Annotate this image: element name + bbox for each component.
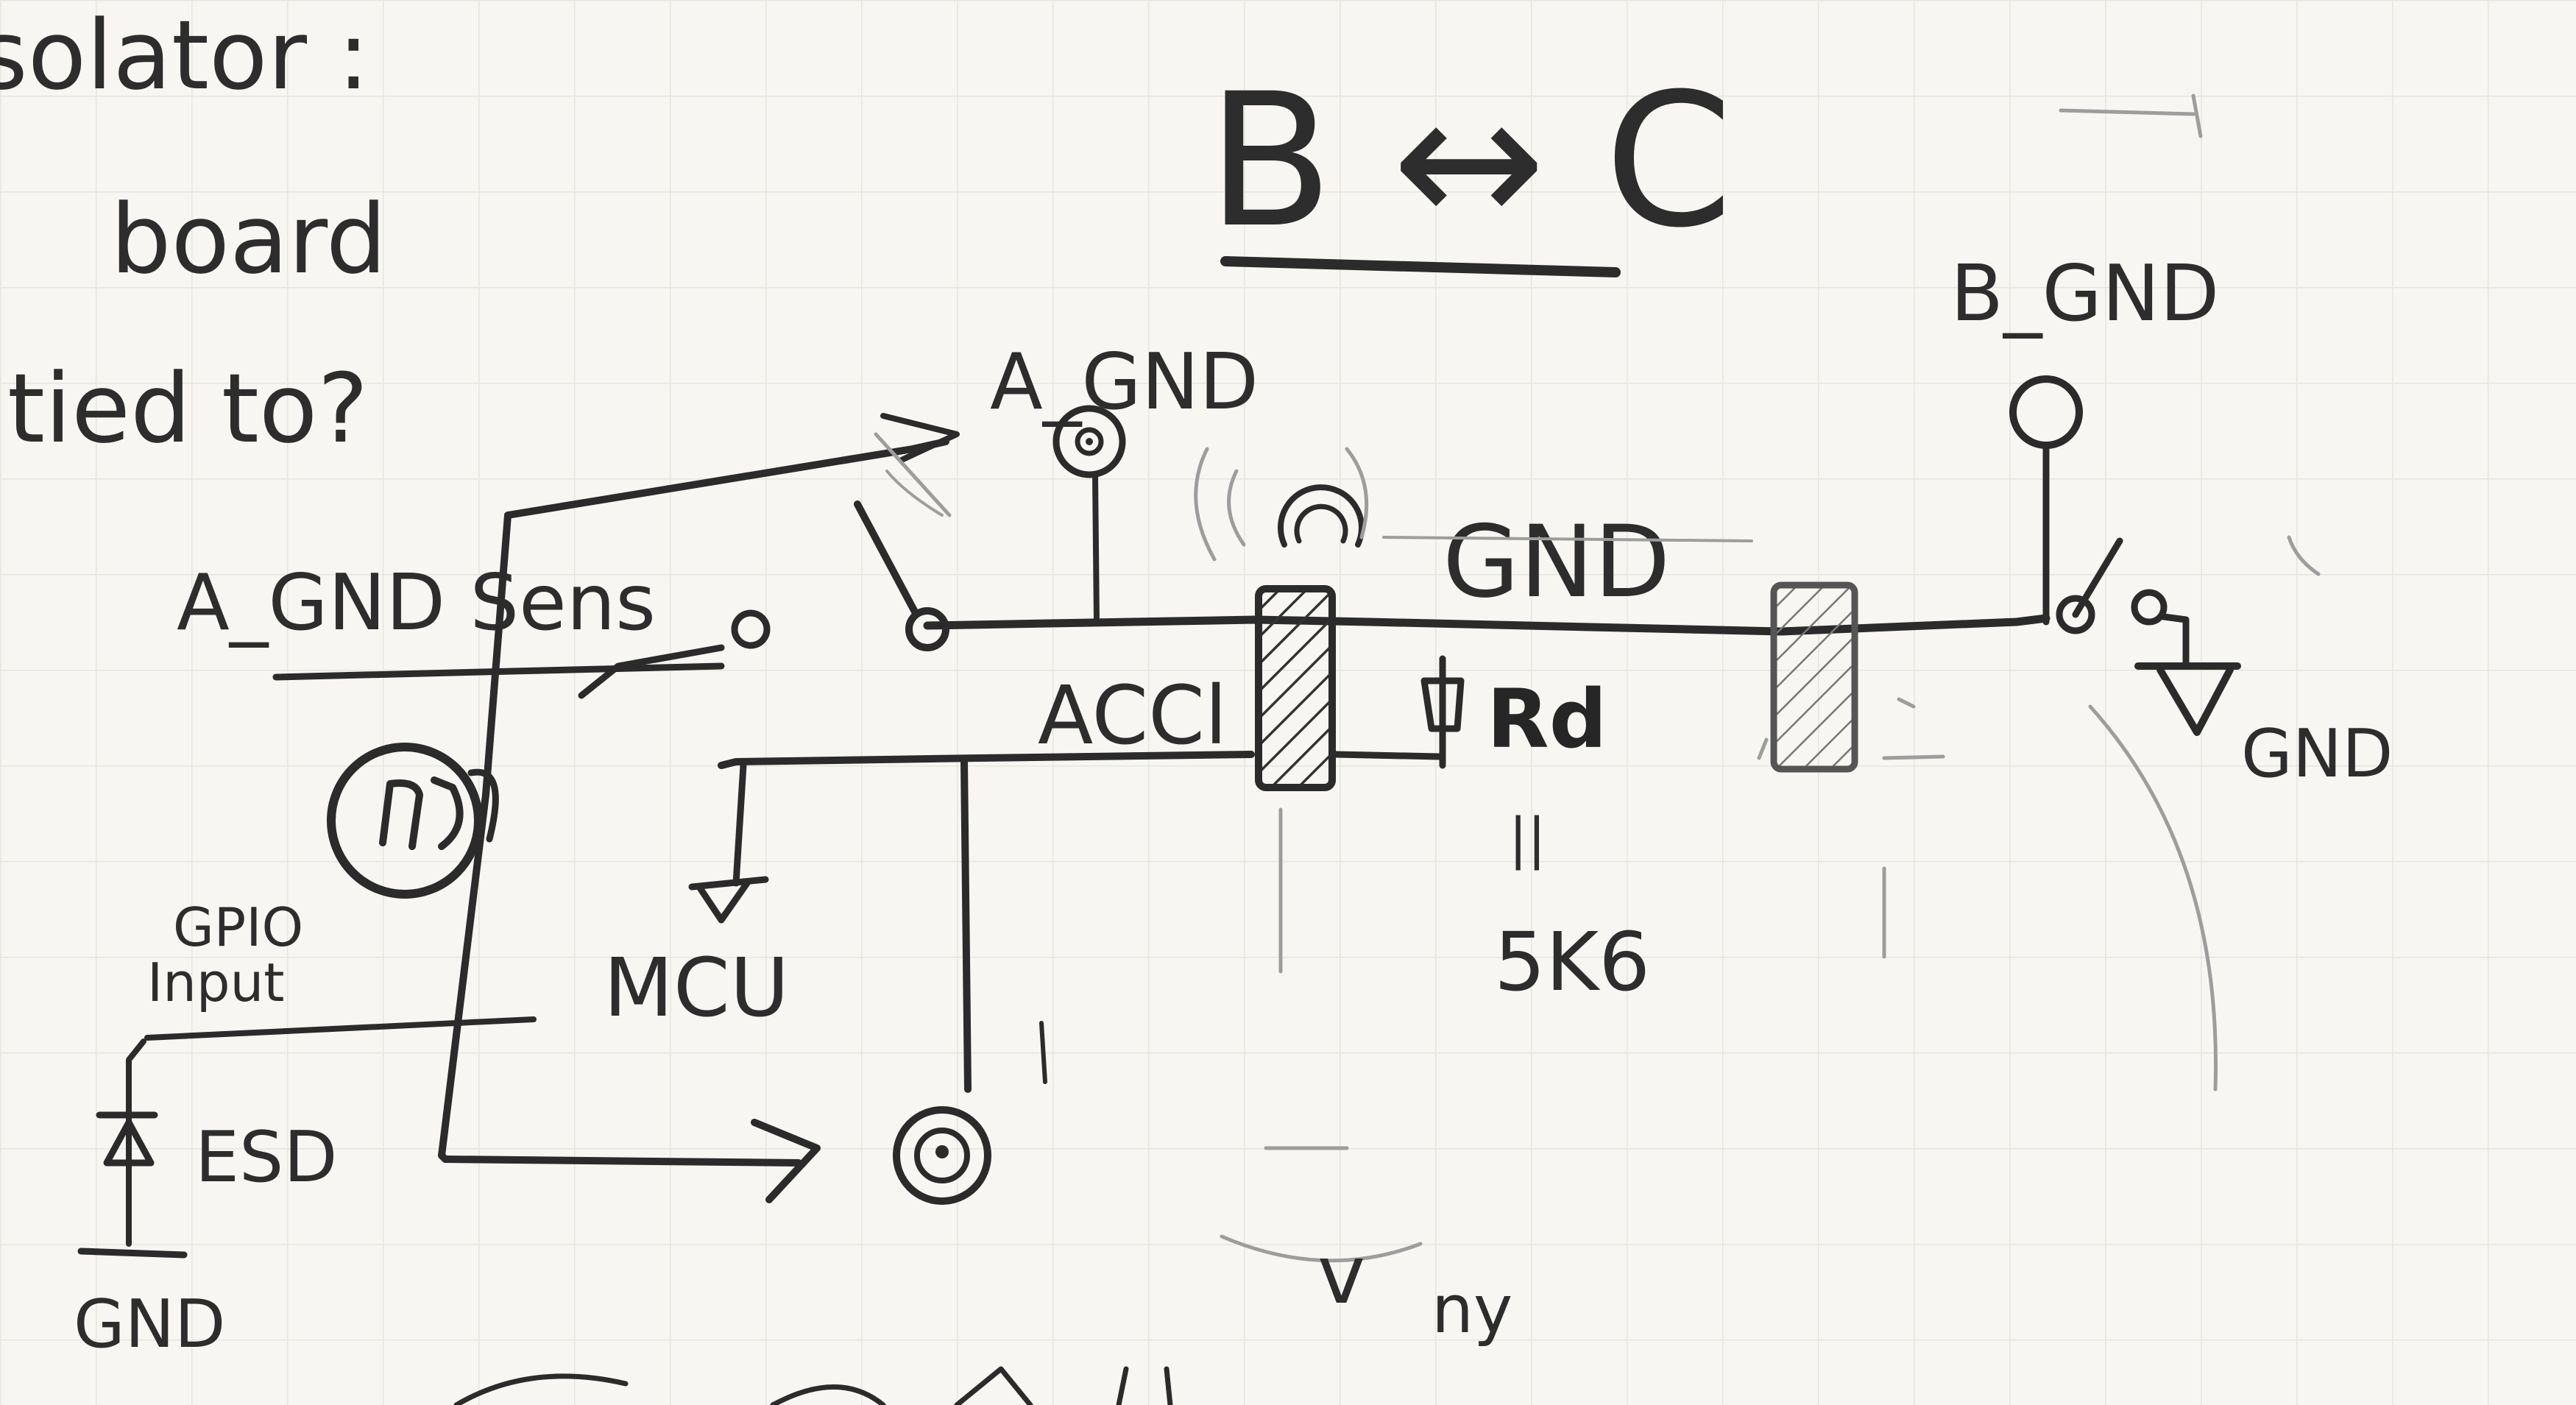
a-gnd-sense-label: A_GND Sens xyxy=(177,558,656,648)
acc-label: ACCl xyxy=(1038,668,1228,762)
rd-equals: || xyxy=(1509,806,1546,871)
gpio-label-1: GPIO xyxy=(173,896,303,958)
rd-value: 5K6 xyxy=(1494,915,1650,1009)
note-line-3: tied to? xyxy=(7,353,368,464)
lower-connector xyxy=(893,1106,991,1205)
gnd-bottom-left-label: GND xyxy=(74,1286,225,1363)
bottom-scribble: ny xyxy=(1432,1271,1512,1348)
esd-wire xyxy=(126,1038,146,1247)
gnd-line-label: GND xyxy=(1443,504,1671,620)
bottom-mark: v xyxy=(1317,1228,1365,1322)
note-line-2: board xyxy=(110,183,386,295)
capacitor-arc-icon xyxy=(1194,447,1753,562)
a-gnd-label: A_GND xyxy=(990,337,1259,427)
bottom-edge-scribble xyxy=(453,1366,1173,1405)
faint-marks xyxy=(1220,93,2321,1263)
esd-label: ESD xyxy=(195,1117,337,1198)
ground-symbol-mcu xyxy=(688,762,769,924)
lower-arrow-icon xyxy=(751,1119,821,1203)
small-tick xyxy=(1039,1021,1047,1084)
title-underline xyxy=(1220,256,1621,277)
upper-arrow-icon xyxy=(874,413,960,517)
esd-ground-bar xyxy=(77,1247,188,1259)
switch-icon xyxy=(854,500,949,651)
optocoupler-icon xyxy=(327,743,499,899)
acc-drop-wire xyxy=(960,758,972,1093)
a-gnd-connector xyxy=(1052,405,1126,625)
rd-resistor xyxy=(1332,655,1465,769)
note-line-1: solator : xyxy=(0,0,369,111)
gnd-right-label: GND xyxy=(2241,715,2393,793)
b-gnd-connector xyxy=(2009,375,2190,666)
ferrite-bead-2 xyxy=(1757,581,1945,773)
diode-icon xyxy=(96,1111,158,1167)
title-text: B ↔ C xyxy=(1207,54,1733,268)
gnd-bus-wire xyxy=(923,614,2050,636)
b-gnd-label: B_GND xyxy=(1950,249,2219,339)
gpio-label-2: Input xyxy=(147,952,284,1013)
lower-wire xyxy=(442,1156,802,1167)
ground-symbol-right xyxy=(2134,662,2241,736)
sense-switch xyxy=(578,609,771,699)
ferrite-bead-1 xyxy=(1255,585,1336,791)
rd-label: Rd xyxy=(1487,672,1607,766)
acc-wire xyxy=(718,751,1255,769)
mcu-label: MCU xyxy=(604,941,789,1035)
gpio-wire xyxy=(144,1016,537,1041)
